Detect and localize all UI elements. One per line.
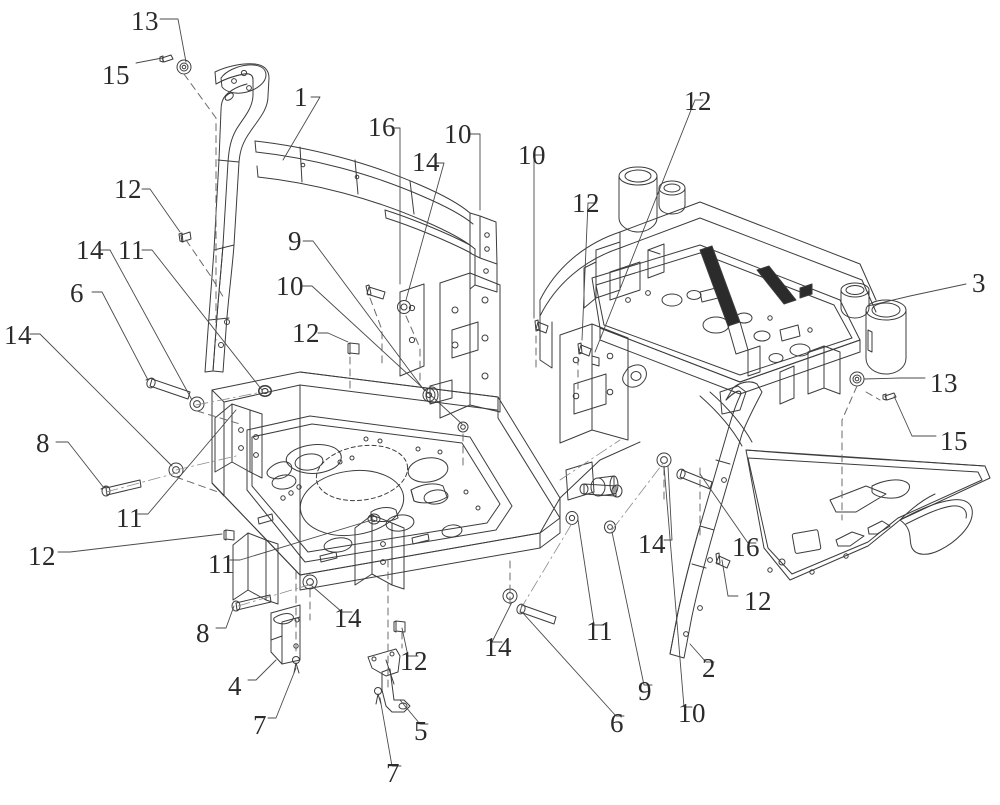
callout-14-d: 14	[638, 529, 666, 559]
center-vertical-brackets	[399, 272, 647, 501]
cotter-pin-7-left	[292, 656, 300, 674]
pin-6-bottom-right	[516, 603, 557, 625]
washer-14-right	[656, 452, 672, 468]
washer-13-upper-left	[176, 59, 192, 75]
right-roll-bar-post	[669, 381, 763, 659]
callout-12-g: 12	[400, 646, 428, 676]
callout-13-a: 13	[131, 6, 159, 36]
callout-12-b: 12	[572, 188, 600, 218]
callout-4: 4	[228, 671, 242, 701]
leader-lines	[29, 18, 967, 767]
callout-14-a: 14	[412, 147, 440, 177]
callout-14-c: 14	[4, 320, 32, 350]
callout-10-d: 10	[678, 698, 706, 728]
callout-12-c: 12	[114, 174, 142, 204]
washer-11-right	[565, 511, 579, 525]
right-fender-step-panel	[745, 449, 991, 581]
spacer-10-center	[457, 421, 469, 433]
callout-10-a: 10	[444, 119, 472, 149]
pin-16-right	[676, 468, 713, 490]
callout-8-a: 8	[36, 428, 50, 458]
callout-11-d: 11	[586, 616, 613, 646]
callout-14-b: 14	[76, 235, 104, 265]
bolt-12-rear-c	[591, 355, 600, 367]
construction-lines	[105, 391, 665, 611]
callout-2: 2	[702, 653, 716, 683]
callout-6-a: 6	[70, 278, 84, 308]
callout-11-a: 11	[118, 235, 145, 265]
callout-11-b: 11	[116, 503, 143, 533]
bolt-12-mid-left	[178, 231, 192, 243]
callout-15-a: 15	[102, 60, 130, 90]
main-deck-frame	[211, 371, 561, 605]
callout-16-a: 16	[368, 112, 396, 142]
callout-9-b: 9	[638, 676, 652, 706]
bolt-12-lower-left	[223, 529, 235, 541]
callout-11-c: 11	[208, 549, 235, 579]
screw-15-upper-left	[159, 54, 174, 63]
pivot-pin-11-left	[258, 385, 272, 397]
bolt-12-right	[715, 552, 731, 569]
spacer-10-right	[579, 483, 623, 498]
callout-12-a: 12	[684, 86, 712, 116]
washer-13-right	[849, 371, 865, 387]
callout-7-b: 7	[386, 758, 400, 788]
callout-3: 3	[972, 268, 986, 298]
callout-6-b: 6	[610, 708, 624, 738]
bolt-12-rear-a	[534, 319, 549, 334]
callout-15-b: 15	[940, 426, 968, 456]
pin-8-lower-left	[100, 479, 142, 497]
callout-12-e: 12	[28, 541, 56, 571]
callout-10-b: 10	[518, 140, 546, 170]
bolt-16-upper-center	[365, 284, 386, 300]
washer-14-bottom	[302, 574, 318, 590]
bolt-12-bottom-center	[393, 620, 406, 633]
bolt-12-center	[347, 342, 360, 355]
callout-14-f: 14	[484, 632, 512, 662]
callout-14-e: 14	[334, 603, 362, 633]
callout-13-b: 13	[930, 368, 958, 398]
spacer-bolt-9-right	[604, 520, 616, 534]
washer-14-upper-center	[397, 300, 411, 314]
callout-16-b: 16	[732, 532, 760, 562]
screw-15-right	[882, 392, 897, 401]
callout-8-b: 8	[196, 618, 210, 648]
left-roll-bar-post	[204, 63, 272, 397]
assembly-axis-lines	[175, 73, 881, 689]
callout-7-a: 7	[253, 710, 267, 740]
pin-8-bottom-left	[231, 594, 272, 612]
bolt-12-rear-b	[577, 342, 592, 357]
bracket-part-4	[270, 604, 301, 665]
callout-5: 5	[414, 716, 428, 746]
callout-10-c: 10	[276, 271, 304, 301]
upper-cross-bar	[254, 140, 498, 293]
spacer-bolt-9-center	[422, 388, 436, 402]
callout-12-f: 12	[744, 586, 772, 616]
callout-1: 1	[294, 82, 308, 112]
pin-6-left	[145, 377, 191, 400]
callout-9-a: 9	[288, 226, 302, 256]
callout-12-d: 12	[292, 318, 320, 348]
